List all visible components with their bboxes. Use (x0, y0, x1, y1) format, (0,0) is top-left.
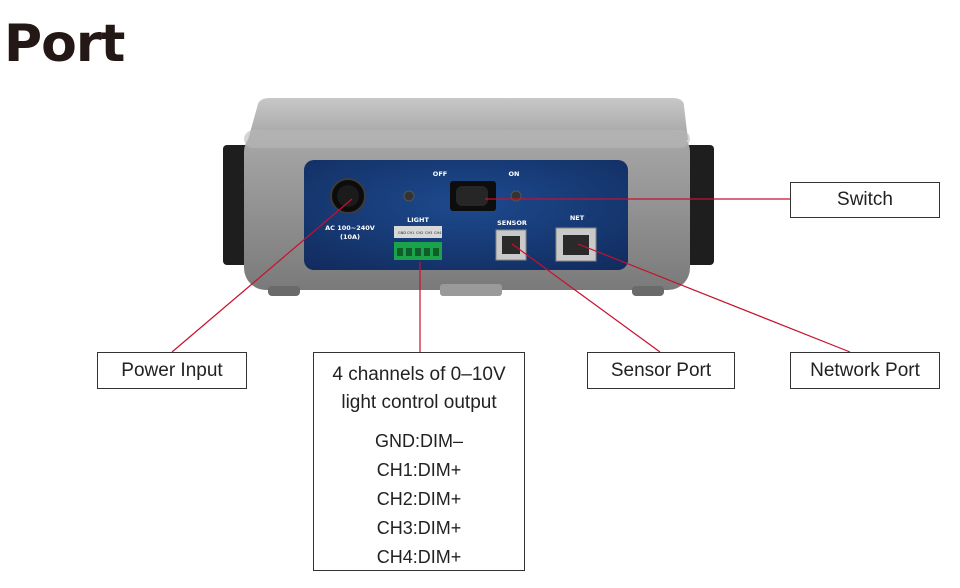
light-pin-label: CH4 (434, 231, 442, 235)
light-pin-label: GND (398, 231, 406, 235)
leader-network (577, 243, 851, 353)
light-pin-item: CH2:DIM+ (376, 489, 462, 509)
light-pin-item: GND:DIM– (374, 431, 463, 451)
panel-sensor-label: SENSOR (497, 219, 527, 227)
callout-sensor-port-label: Sensor Port (610, 359, 712, 381)
indicator-left (403, 190, 415, 202)
callout-sensor-port: Sensor Port (587, 352, 735, 389)
panel-light-label: LIGHT (407, 216, 429, 224)
callout-light-line2: light control output (341, 392, 497, 413)
callout-light-output: 4 channels of 0–10V light control output… (313, 352, 525, 571)
callout-switch-label: Switch (837, 189, 893, 210)
foot-center (440, 284, 502, 296)
housing-top (248, 98, 688, 140)
callout-network-port-label: Network Port (810, 359, 920, 381)
light-pin-label: CH2 (416, 231, 423, 235)
light-pin-list: GND:DIM– CH1:DIM+ CH2:DIM+ CH3:DIM+ CH4:… (314, 427, 524, 572)
leader-sensor (511, 243, 661, 353)
callout-light-line1: 4 channels of 0–10V (332, 364, 506, 385)
light-pin-labels: GND CH1 CH2 CH3 CH4 (398, 231, 442, 235)
panel-on-label: ON (509, 170, 520, 178)
foot-right (632, 286, 664, 296)
callout-power-input-label: Power Input (121, 359, 223, 381)
light-pin-item: CH1:DIM+ (376, 460, 462, 480)
light-pin-label: CH1 (407, 231, 414, 235)
panel-ac-amp-label: (10A) (340, 233, 360, 241)
page-title: Port (4, 14, 125, 74)
panel-ac-label: AC 100~240V (325, 224, 375, 232)
callout-power-input: Power Input (97, 352, 247, 389)
foot-left (268, 286, 300, 296)
panel-off-label: OFF (433, 170, 447, 178)
callout-switch: Switch (790, 182, 940, 218)
light-pin-label: CH3 (425, 231, 432, 235)
panel-net-label: NET (570, 214, 585, 222)
light-pin-item: CH4:DIM+ (376, 547, 462, 567)
callout-network-port: Network Port (790, 352, 940, 389)
leader-power (171, 198, 353, 353)
port-panel (304, 160, 628, 270)
light-pin-item: CH3:DIM+ (376, 518, 462, 538)
right-handle (686, 145, 714, 265)
light-pin-label-strip (394, 226, 442, 238)
